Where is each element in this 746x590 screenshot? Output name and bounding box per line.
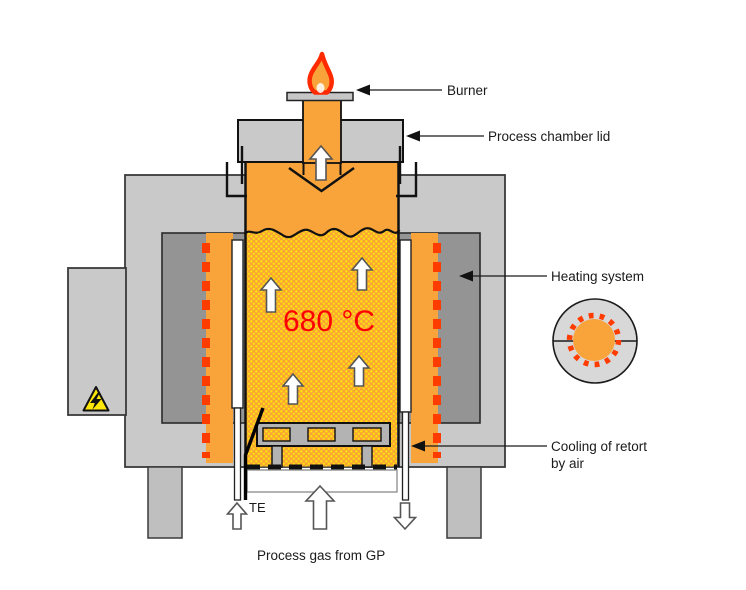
gas-distributor bbox=[256, 422, 391, 468]
retort-cross-section-detail bbox=[552, 298, 638, 384]
cooling-label-line1: Cooling of retort bbox=[551, 439, 647, 454]
burner-flame-icon bbox=[307, 51, 334, 95]
retort-freeboard bbox=[244, 160, 400, 238]
cooling-label-line2: by air bbox=[551, 456, 585, 471]
gas-flow-arrow-material-4 bbox=[347, 354, 371, 387]
material-surface-line bbox=[243, 227, 401, 239]
cooling-arrowhead-icon bbox=[411, 440, 425, 452]
thermocouple-label: TE bbox=[249, 500, 266, 515]
cooling-air-tube-left bbox=[231, 239, 244, 409]
gas-flow-arrow-material-1 bbox=[259, 276, 283, 313]
cooling-air-pipe-left bbox=[233, 407, 242, 501]
heated-gap-left bbox=[206, 233, 233, 463]
process-chamber-lid-label: Process chamber lid bbox=[488, 129, 610, 144]
gas-flow-arrow-chimney bbox=[308, 144, 334, 181]
lid-clamp-right bbox=[396, 146, 418, 198]
furnace-leg-left bbox=[147, 466, 183, 539]
high-voltage-warning-icon bbox=[82, 386, 110, 412]
gas-flow-arrow-material-2 bbox=[350, 256, 374, 291]
process-gas-label: Process gas from GP bbox=[257, 548, 385, 563]
lid-clamp-left bbox=[225, 146, 247, 198]
gas-flow-arrow-material-3 bbox=[281, 372, 305, 405]
process-gas-inlet-arrow bbox=[304, 484, 336, 530]
gas-deflector-chevron bbox=[288, 166, 355, 193]
burner-label: Burner bbox=[447, 83, 488, 98]
cooling-air-pipe-right bbox=[401, 411, 410, 501]
burner-arrowhead-icon bbox=[356, 84, 370, 96]
air-outlet-arrow bbox=[392, 502, 418, 531]
lid-arrowhead-icon bbox=[406, 130, 420, 142]
heating-system-label: Heating system bbox=[551, 269, 644, 284]
thermocouple-probe bbox=[243, 407, 265, 500]
temperature-value: 680 °C bbox=[283, 305, 375, 338]
cooling-air-tube-right bbox=[399, 239, 412, 413]
heating-arrowhead-icon bbox=[459, 270, 473, 282]
furnace-leg-right bbox=[446, 466, 482, 539]
air-inlet-arrow bbox=[225, 501, 249, 530]
